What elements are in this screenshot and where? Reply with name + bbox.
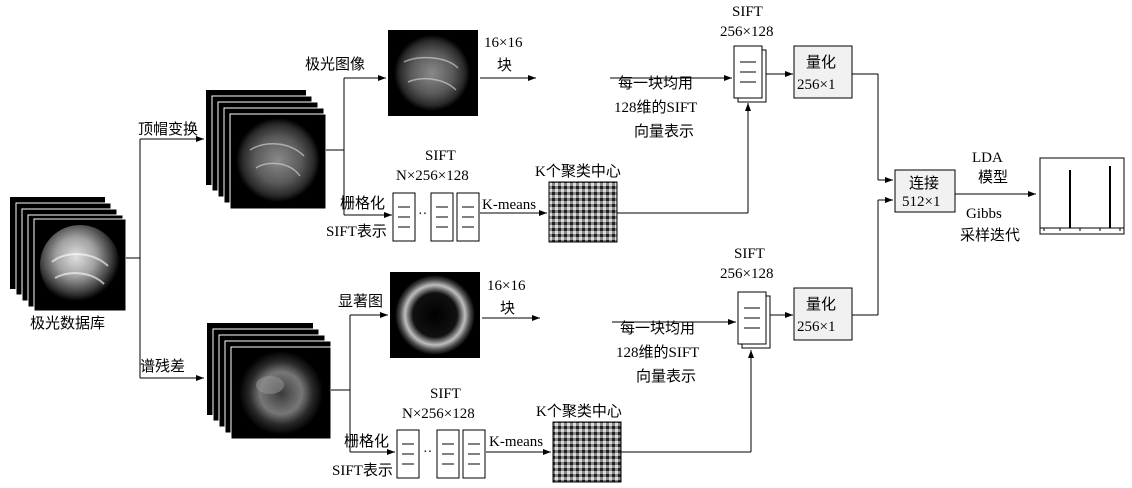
label-quant-top-dims: 256×1	[797, 77, 835, 93]
label-sift-top-dims: N×256×128	[396, 168, 469, 184]
label-lda-2: 模型	[978, 169, 1008, 186]
label-desc-bot-1: 每一块均用	[620, 320, 695, 337]
label-gibbs-2: 采样迭代	[960, 227, 1020, 244]
label-aurora-image: 极光图像	[305, 56, 365, 73]
label-grid-top-2: SIFT表示	[326, 223, 387, 240]
sift-descriptor-block-top	[733, 45, 767, 103]
label-sift-right-top-dims: 256×128	[720, 24, 773, 40]
label-lda: LDA	[972, 150, 1003, 166]
label-block-bot: 16×16	[487, 278, 526, 294]
cluster-centers-icon	[548, 181, 618, 243]
label-concat: 连接	[909, 175, 939, 192]
sift-descriptor-block-bot	[737, 291, 771, 349]
label-sift-top: SIFT	[425, 148, 456, 164]
label-quant-bot-dims: 256×1	[797, 319, 835, 335]
label-sift-bot: SIFT	[430, 386, 461, 402]
label-centers-top: K个聚类中心	[535, 163, 621, 180]
label-aurora-database: 极光数据库	[30, 315, 105, 332]
saliency-map-icon	[390, 272, 480, 358]
label-sift-right-bot: SIFT	[734, 246, 765, 262]
label-centers-bot: K个聚类中心	[536, 403, 622, 420]
sift-descriptor-stack-bot: ··	[396, 429, 486, 479]
label-quant-bot: 量化	[806, 296, 836, 313]
label-kmeans-bot: K-means	[489, 434, 543, 450]
label-kmeans-top: K-means	[482, 197, 536, 213]
label-quant-top: 量化	[806, 54, 836, 71]
aurora-database-stack	[10, 197, 127, 312]
label-gibbs: Gibbs	[966, 206, 1002, 222]
residual-image-stack	[207, 323, 332, 440]
label-desc-bot-2: 128维的SIFT	[616, 344, 699, 361]
label-tophat: 顶帽变换	[138, 121, 198, 138]
label-sift-right-top: SIFT	[732, 4, 763, 20]
tophat-image-stack	[206, 90, 327, 210]
topic-histogram-icon	[1039, 157, 1125, 235]
label-desc-bot-3: 向量表示	[636, 368, 696, 385]
label-desc-top-3: 向量表示	[634, 123, 694, 140]
svg-text:··: ··	[423, 445, 432, 460]
label-block-top-2: 块	[497, 57, 512, 74]
label-block-top: 16×16	[484, 35, 523, 51]
quantize-box-bot	[793, 287, 853, 341]
svg-text:··: ··	[418, 207, 427, 222]
label-desc-top-1: 每一块均用	[618, 75, 693, 92]
label-grid-bot: 栅格化	[344, 433, 389, 450]
label-desc-top-2: 128维的SIFT	[614, 99, 697, 116]
quantize-box-top	[793, 45, 853, 99]
label-residual: 谱残差	[140, 358, 185, 375]
label-concat-dims: 512×1	[902, 194, 940, 210]
label-sift-bot-dims: N×256×128	[402, 406, 475, 422]
label-sift-right-bot-dims: 256×128	[720, 266, 773, 282]
label-grid-top: 栅格化	[340, 195, 385, 212]
sift-descriptor-stack-top: ··	[392, 192, 480, 242]
cluster-centers-icon-bot	[552, 421, 622, 483]
concat-box	[894, 169, 956, 213]
label-block-bot-2: 块	[500, 300, 515, 317]
label-grid-bot-2: SIFT表示	[332, 462, 393, 479]
aurora-image-icon	[388, 30, 478, 116]
label-saliency: 显著图	[338, 293, 383, 310]
